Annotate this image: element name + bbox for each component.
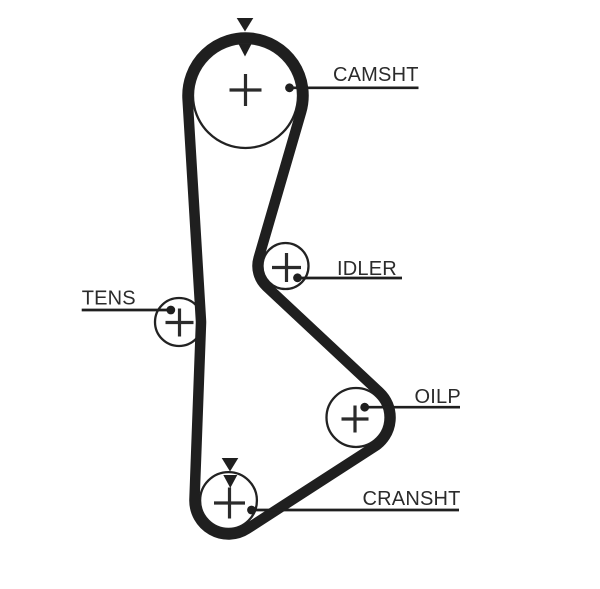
tens-label: TENS — [82, 288, 136, 310]
tens-center-cross-icon — [165, 308, 194, 337]
oilp-label: OILP — [415, 386, 461, 408]
camsht-leader-dot — [285, 83, 294, 93]
idler-center-cross-icon — [272, 253, 301, 282]
camsht-timing-mark-outer-icon — [236, 18, 254, 32]
timing-marks — [221, 18, 254, 488]
leader-lines — [81, 83, 460, 515]
center-marks — [165, 74, 369, 519]
idler-label: IDLER — [337, 258, 397, 280]
camsht-center-cross-icon — [229, 74, 262, 106]
cransht-timing-mark-inner-icon — [223, 475, 238, 488]
cransht-center-cross-icon — [214, 487, 245, 519]
idler-leader-dot — [293, 273, 302, 283]
camsht-label: CAMSHT — [333, 64, 419, 86]
camsht-timing-mark-inner-icon — [238, 44, 252, 57]
cransht-label: CRANSHT — [363, 488, 461, 510]
oilp-leader-dot — [360, 402, 370, 412]
timing-belt-path — [182, 32, 396, 540]
labels: CAMSHT IDLER TENS OILP CRANSHT — [82, 64, 461, 510]
oilp-center-cross-icon — [341, 405, 369, 433]
tens-leader-dot — [166, 305, 176, 315]
cransht-leader-dot — [247, 505, 256, 515]
cransht-timing-mark-outer-icon — [221, 458, 239, 472]
